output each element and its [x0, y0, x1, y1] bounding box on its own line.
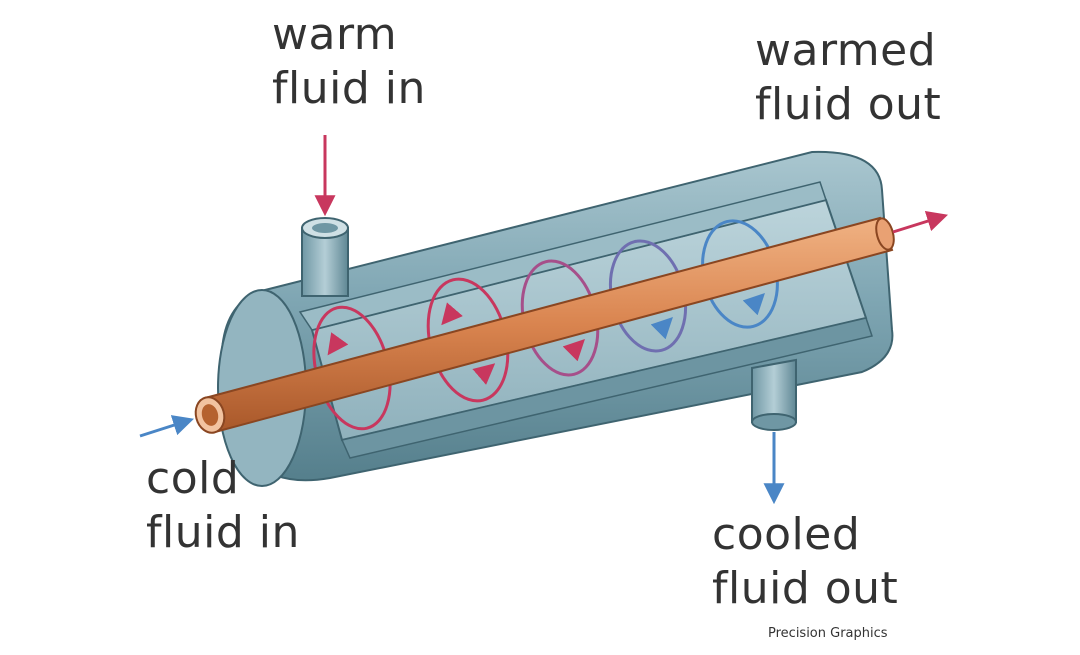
- image-credit: Precision Graphics: [768, 626, 888, 641]
- label-line: cold: [146, 453, 240, 504]
- label-line: cooled: [712, 509, 861, 560]
- label-line: fluid in: [272, 63, 426, 114]
- label-warm-fluid-in: warm fluid in: [272, 8, 426, 116]
- cutaway-rim-top: [298, 181, 827, 331]
- cooled-outlet-nozzle: [751, 358, 797, 423]
- label-line: fluid out: [755, 79, 942, 130]
- label-line: warm: [272, 9, 398, 60]
- copper-tube-outlet-end: [875, 217, 895, 251]
- label-line: fluid out: [712, 563, 899, 614]
- cutaway-rim-bottom: [340, 317, 873, 459]
- label-warmed-fluid-out: warmed fluid out: [755, 24, 941, 132]
- label-line: warmed: [755, 25, 937, 76]
- cold-in-arrow: [139, 415, 195, 438]
- label-cooled-fluid-out: cooled fluid out: [712, 508, 898, 616]
- label-line: fluid in: [146, 507, 300, 558]
- label-cold-fluid-in: cold fluid in: [146, 452, 300, 560]
- warmed-out-arrow: [892, 211, 949, 234]
